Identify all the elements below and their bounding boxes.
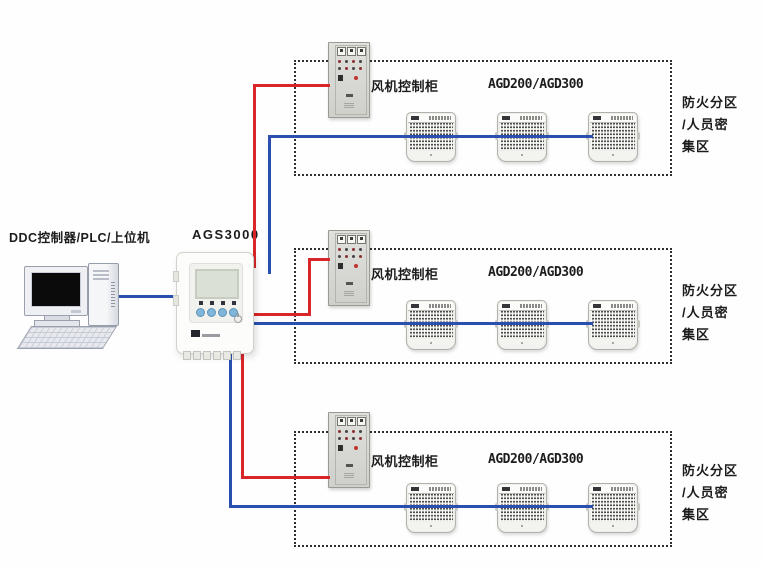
signal-wire-zone2-horizontal (250, 322, 593, 325)
fire-zone-border-2 (294, 248, 672, 364)
air-quality-detector-icon (586, 300, 640, 350)
air-quality-detector-icon (495, 300, 549, 350)
fire-zone-group-1: 风机控制柜 AGD200/AGD300 防火分区/人员密集区 (294, 42, 764, 182)
pc-keyboard-icon (16, 326, 118, 349)
control-wire-zone1-vertical (253, 84, 256, 268)
control-wire-zone1-horizontal (253, 84, 330, 87)
control-wire-zone2-stub (250, 313, 311, 316)
computer-label: DDC控制器/PLC/上位机 (9, 231, 151, 245)
detectors-label: AGD200/AGD300 (488, 265, 584, 280)
air-quality-detector-icon (495, 483, 549, 533)
cabinet-label: 风机控制柜 (371, 267, 439, 282)
fan-control-cabinet-icon-2 (328, 230, 370, 306)
air-quality-detector-icon (404, 483, 458, 533)
pc-tower-icon (88, 263, 119, 326)
signal-wire-computer (116, 295, 177, 298)
fan-control-cabinet-icon-3 (328, 412, 370, 488)
power-indicator-icon (234, 313, 242, 323)
control-wire-zone3-vertical (241, 350, 244, 479)
zone-label: 防火分区/人员密集区 (682, 463, 739, 522)
signal-wire-zone1-vertical (268, 135, 271, 274)
controller-label: AGS3000 (192, 227, 260, 242)
signal-wire-zone3-vertical (229, 350, 232, 508)
controller-lcd (195, 269, 239, 299)
air-quality-detector-icon (404, 300, 458, 350)
fire-zone-group-3: 风机控制柜 AGD200/AGD300 防火分区/人员密集区 (294, 412, 764, 552)
zone-label: 防火分区/人员密集区 (682, 283, 739, 342)
wall-controller-icon (173, 252, 254, 360)
detectors-label: AGD200/AGD300 (488, 77, 584, 92)
fan-control-cabinet-icon-1 (328, 42, 370, 118)
cabinet-label: 风机控制柜 (371, 79, 439, 94)
control-wire-zone2-vertical (308, 258, 311, 316)
control-wire-zone2-horizontal (308, 258, 330, 261)
fire-zone-border-3 (294, 431, 672, 547)
fire-zone-border-1 (294, 60, 672, 176)
signal-wire-zone3-horizontal (229, 505, 593, 508)
detectors-label: AGD200/AGD300 (488, 452, 584, 467)
signal-wire-zone1-horizontal (268, 135, 593, 138)
pc-monitor-icon (24, 266, 88, 316)
fire-zone-group-2: 风机控制柜 AGD200/AGD300 防火分区/人员密集区 (294, 230, 764, 370)
air-quality-detector-icon (586, 112, 640, 162)
air-quality-detector-icon (586, 483, 640, 533)
cabinet-label: 风机控制柜 (371, 454, 439, 469)
zone-label: 防火分区/人员密集区 (682, 95, 739, 154)
control-wire-zone3-horizontal (241, 476, 330, 479)
